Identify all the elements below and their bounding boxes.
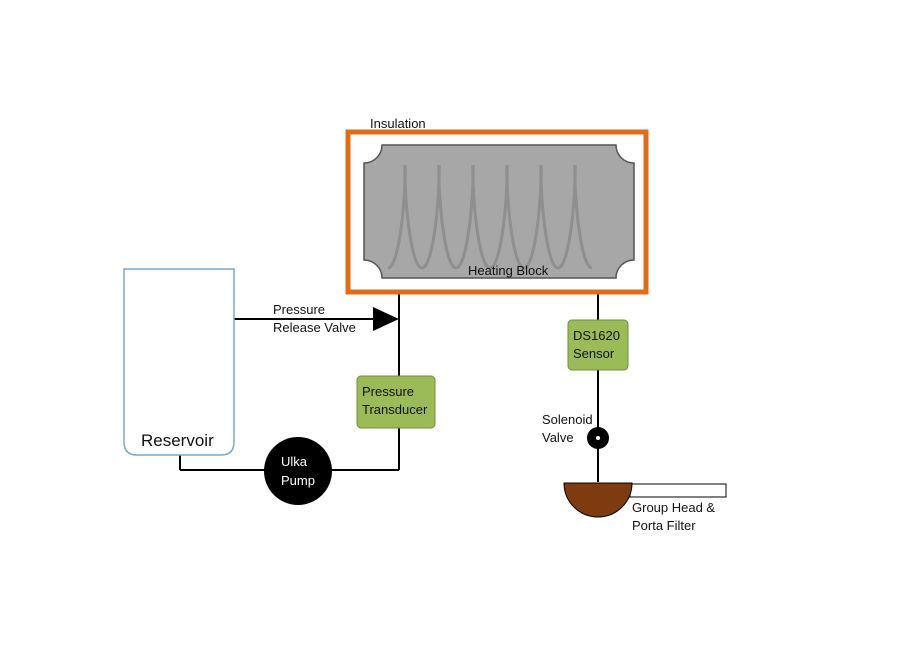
reservoir-label: Reservoir (141, 431, 214, 450)
pressure-release-valve-label: Pressure Release Valve (273, 302, 356, 335)
group-head-label: Group Head & Porta Filter (632, 500, 719, 533)
ulka-pump-label: Ulka Pump (281, 454, 315, 488)
porta-filter-handle (629, 483, 727, 498)
ulka-pump (264, 437, 332, 505)
pressure-transducer-box (356, 375, 436, 429)
solenoid-valve-label: Solenoid Valve (542, 412, 596, 445)
reservoir (123, 268, 235, 456)
ds1620-sensor-label: DS1620 Sensor (573, 328, 624, 361)
pressure-release-valve-arrow (373, 307, 399, 331)
heating-block-label: Heating Block (468, 263, 549, 278)
ds1620-sensor-box (567, 319, 629, 371)
insulation-label: Insulation (370, 116, 426, 131)
solenoid-valve-dot (596, 436, 600, 440)
heating-coil (387, 164, 593, 270)
pipes (179, 290, 599, 482)
pressure-transducer-label: Pressure Transducer (362, 384, 428, 417)
group-head (563, 482, 633, 518)
